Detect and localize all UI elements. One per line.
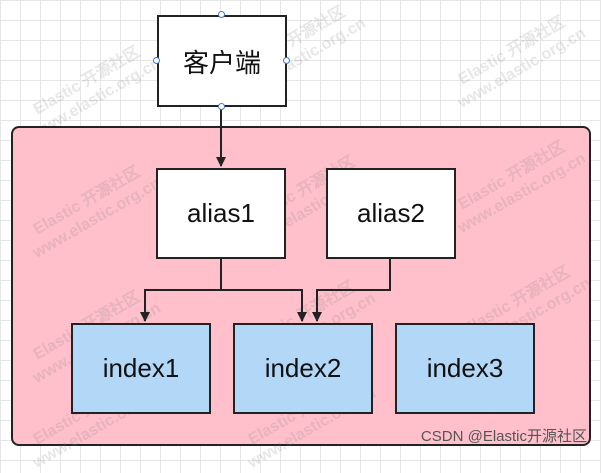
edge-alias1-to-index1 [140, 259, 222, 322]
index2-label: index2 [264, 353, 342, 383]
index2-node[interactable]: index2 [233, 323, 373, 414]
selection-handle-bottom[interactable] [218, 103, 225, 110]
alias2-node[interactable]: alias2 [326, 168, 456, 259]
edges-layer [140, 107, 391, 322]
index3-node[interactable]: index3 [395, 323, 535, 414]
credit-text: CSDN @Elastic开源社区 [420, 428, 587, 445]
client-label: 客户端 [182, 47, 261, 78]
edge-alias1-to-index2 [221, 289, 307, 322]
alias1-node[interactable]: alias1 [156, 168, 286, 259]
alias2-label: alias2 [357, 198, 425, 228]
selection-handle-top[interactable] [218, 11, 225, 18]
alias1-label: alias1 [187, 198, 255, 228]
selection-handle-right[interactable] [283, 57, 290, 64]
index1-node[interactable]: index1 [71, 323, 211, 414]
selection-handle-left[interactable] [153, 57, 160, 64]
edge-alias2-to-index2 [312, 259, 391, 322]
index3-label: index3 [426, 353, 504, 383]
index1-label: index1 [102, 353, 180, 383]
client-node[interactable]: 客户端 [157, 15, 287, 107]
